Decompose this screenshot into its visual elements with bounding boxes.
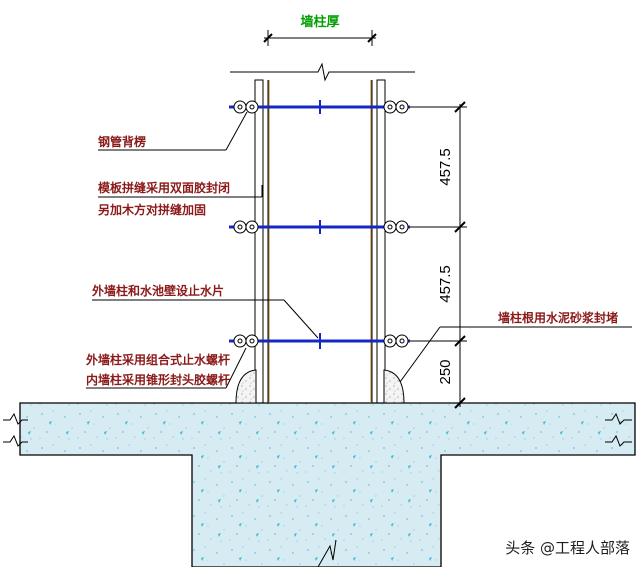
tie-bolt-1 [229,100,410,114]
steel-pipe-pair-left [233,100,259,114]
label-bolt-line2: 内墙柱采用锥形封头胶螺杆 [86,372,230,387]
label-bolt-line1: 外墙柱采用组合式止水螺杆 [86,352,230,367]
label-formwork-line1: 模板拼缝采用双面胶封闭 [98,180,230,195]
break-lines [3,62,632,567]
dimension-middle: 457.5 [437,265,454,303]
label-formwork-line2: 另加木方对拼缝加固 [98,202,206,217]
vertical-dimension-chain [410,101,467,409]
label-water-stop: 外墙柱和水池壁设止水片 [92,283,224,298]
label-steel-pipe: 钢管背楞 [98,134,146,149]
label-mortar-seal: 墙柱根用水泥砂浆封堵 [498,310,618,325]
mortar-seal [235,369,405,404]
tie-bolt-3 [229,333,410,349]
wall-thickness-title: 墙柱厚 [300,14,339,30]
wall-formwork [254,79,386,404]
thickness-dimension [263,30,377,46]
dimension-upper: 457.5 [437,148,454,186]
concrete-slab [19,402,636,567]
dimension-lower: 250 [437,359,454,384]
watermark: 头条 @工程人部落 [505,539,630,557]
leader-lines [86,111,632,389]
steel-pipe-pair-right [383,100,409,114]
tie-bolt-2 [229,220,410,234]
